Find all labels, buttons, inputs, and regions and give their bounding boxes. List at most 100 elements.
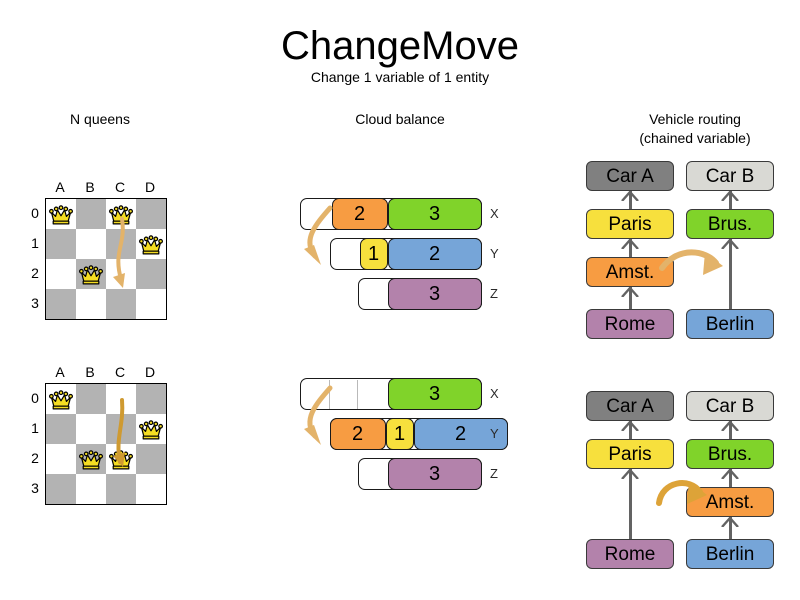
vrp-heading-line2: (chained variable) <box>639 130 751 146</box>
chess-file-label-b: B <box>85 364 95 380</box>
cloud-process-value: 3 <box>429 462 441 485</box>
vrp-chain-arrowhead-icon <box>621 239 639 249</box>
cloud-process-green[interactable]: 3 <box>387 377 482 410</box>
vrp-node-brussels[interactable]: Brus. <box>686 439 774 469</box>
chess-cell-d0[interactable] <box>136 199 166 229</box>
chess-cell-b1[interactable] <box>76 414 106 444</box>
chess-rank-label-0: 0 <box>31 205 39 221</box>
vrp-node-car-b[interactable]: Car B <box>686 161 774 191</box>
vrp-node-car-a[interactable]: Car A <box>586 161 674 191</box>
vrp-node-label: Car B <box>705 395 755 417</box>
chess-cell-b0[interactable] <box>76 384 106 414</box>
vrp-node-label: Berlin <box>705 543 755 565</box>
chess-cell-d0[interactable] <box>136 384 166 414</box>
vrp-chain-arrowhead-icon <box>721 191 739 201</box>
vrp-node-rome[interactable]: Rome <box>586 539 674 569</box>
section-heading-vehicle-routing: Vehicle routing (chained variable) <box>600 110 790 148</box>
vrp-node-berlin[interactable]: Berlin <box>686 539 774 569</box>
chess-cell-b0[interactable] <box>76 199 106 229</box>
chess-rank-label-0: 0 <box>31 390 39 406</box>
vrp-node-car-b[interactable]: Car B <box>686 391 774 421</box>
cloud-process-purple[interactable]: 3 <box>387 277 482 310</box>
vrp-node-brussels[interactable]: Brus. <box>686 209 774 239</box>
vrp-node-amsterdam[interactable]: Amst. <box>686 487 774 517</box>
chess-rank-label-2: 2 <box>31 450 39 466</box>
vrp-chain-arrowhead-icon <box>721 421 739 431</box>
queen-piece-b2[interactable] <box>76 444 106 474</box>
cloud-process-purple[interactable]: 3 <box>387 457 482 490</box>
cloud-process-value: 1 <box>394 422 406 445</box>
vrp-node-paris[interactable]: Paris <box>586 209 674 239</box>
vrp-chain-arrowhead-icon <box>621 191 639 201</box>
vrp-heading-line1: Vehicle routing <box>649 111 741 127</box>
section-heading-n-queens: N queens <box>70 111 130 127</box>
chess-cell-d3[interactable] <box>136 474 166 504</box>
chess-cell-a1[interactable] <box>46 229 76 259</box>
cloud-process-value: 3 <box>429 382 441 405</box>
vrp-chain-link <box>628 191 632 209</box>
queen-piece-a0[interactable] <box>46 199 76 229</box>
chess-cell-c3[interactable] <box>106 474 136 504</box>
queen-piece-d1[interactable] <box>136 229 166 259</box>
cloud-process-green[interactable]: 3 <box>387 197 482 230</box>
chess-file-label-a: A <box>55 179 65 195</box>
cloud-process-value: 3 <box>429 282 441 305</box>
chess-cell-b3[interactable] <box>76 289 106 319</box>
cloud-computer-bar-x[interactable]: 3 <box>300 377 482 410</box>
chess-cell-a2[interactable] <box>46 444 76 474</box>
vrp-chain-link <box>728 191 732 209</box>
chess-cell-a3[interactable] <box>46 289 76 319</box>
chess-rank-label-1: 1 <box>31 235 39 251</box>
vrp-node-berlin[interactable]: Berlin <box>686 309 774 339</box>
chess-cell-a2[interactable] <box>46 259 76 289</box>
vrp-node-amsterdam[interactable]: Amst. <box>586 257 674 287</box>
chess-cell-b1[interactable] <box>76 229 106 259</box>
chess-cell-c0[interactable] <box>106 384 136 414</box>
queen-piece-c2[interactable] <box>106 444 136 474</box>
vrp-node-label: Amst. <box>705 491 755 513</box>
vrp-node-label: Paris <box>608 213 652 235</box>
vrp-node-car-a[interactable]: Car A <box>586 391 674 421</box>
cloud-process-orange[interactable]: 2 <box>331 197 388 230</box>
vrp-node-paris[interactable]: Paris <box>586 439 674 469</box>
queen-piece-a0[interactable] <box>46 384 76 414</box>
chess-rank-label-2: 2 <box>31 265 39 281</box>
queen-piece-c0[interactable] <box>106 199 136 229</box>
chess-cell-c2[interactable] <box>106 259 136 289</box>
chess-cell-b3[interactable] <box>76 474 106 504</box>
queen-piece-b2[interactable] <box>76 259 106 289</box>
page-subtitle: Change 1 variable of 1 entity <box>310 69 490 85</box>
cloud-process-yellow[interactable]: 1 <box>385 417 414 450</box>
chess-file-label-b: B <box>85 179 95 195</box>
vrp-chain-link <box>628 239 632 257</box>
chess-cell-a3[interactable] <box>46 474 76 504</box>
vrp-chain-link <box>628 287 632 309</box>
chess-cell-d3[interactable] <box>136 289 166 319</box>
queen-piece-d1[interactable] <box>136 414 166 444</box>
chess-cell-a1[interactable] <box>46 414 76 444</box>
chess-cell-c1[interactable] <box>106 414 136 444</box>
cloud-computer-bar-z[interactable]: 3 <box>358 277 482 310</box>
vrp-chain-arrowhead-icon <box>621 287 639 297</box>
vrp-node-label: Paris <box>608 443 652 465</box>
cloud-process-yellow[interactable]: 1 <box>359 237 388 270</box>
chess-cell-d2[interactable] <box>136 444 166 474</box>
chessboard <box>45 198 167 320</box>
vrp-chain-arrowhead-icon <box>621 421 639 431</box>
cloud-computer-bar-z[interactable]: 3 <box>358 457 482 490</box>
vrp-chain-arrowhead-icon <box>721 517 739 527</box>
chess-file-label-a: A <box>55 364 65 380</box>
cloud-process-orange[interactable]: 2 <box>329 417 386 450</box>
chess-cell-c3[interactable] <box>106 289 136 319</box>
chess-cell-d2[interactable] <box>136 259 166 289</box>
chess-file-label-d: D <box>144 179 156 195</box>
cloud-process-blue[interactable]: 2 <box>413 417 508 450</box>
vrp-node-rome[interactable]: Rome <box>586 309 674 339</box>
cloud-process-blue[interactable]: 2 <box>387 237 482 270</box>
chess-cell-c1[interactable] <box>106 229 136 259</box>
cloud-computer-label-x: X <box>490 206 499 221</box>
